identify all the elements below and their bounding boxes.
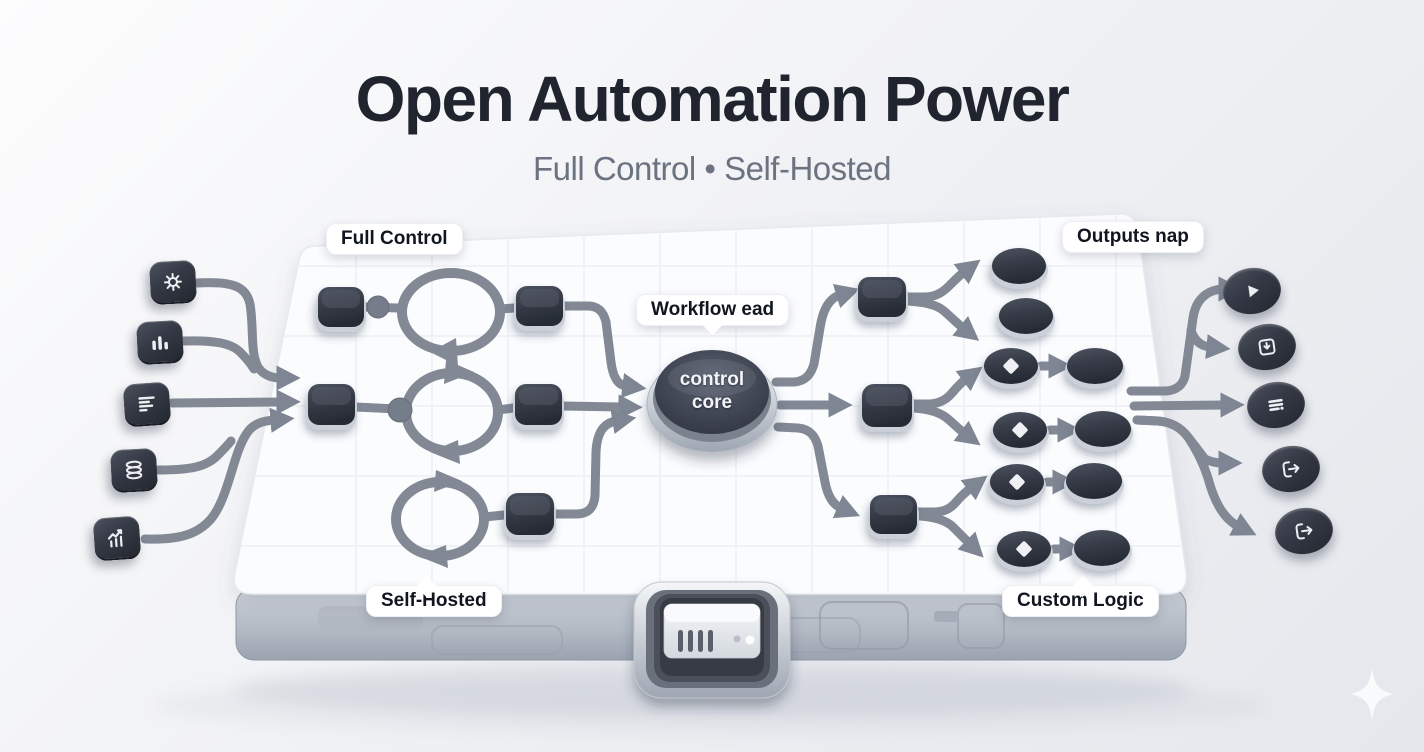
label-custom-logic: Custom Logic [1002,575,1159,617]
list-settings-icon [1268,398,1284,412]
export-icon [1295,523,1313,540]
input-icon-database [109,447,159,494]
label-workflow-head-text: Workflow ead [651,299,775,320]
output-icon-export-2 [1272,504,1336,558]
label-workflow-head: Workflow ead [636,294,790,336]
label-outputs-map: Outputs nap [1062,221,1204,253]
flow-node-circle [997,298,1055,339]
flow-node-square [860,384,914,432]
flow-connectors [140,259,1257,562]
label-self-hosted-text: Self-Hosted [381,590,487,611]
label-full-control: Full Control [326,223,463,255]
flow-node-square [513,384,564,430]
flow-node-circle [990,248,1048,289]
flow-node-square [856,277,908,322]
text-lines-icon [138,395,155,412]
flow-node-circle [1065,348,1125,389]
flow-nodes-ellipse [982,248,1133,572]
flow-nodes-square [306,277,919,540]
control-core-label: control core [679,369,745,413]
input-icon-text-lines [122,381,172,428]
page-title: Open Automation Power [355,63,1070,135]
label-outputs-map-text: Outputs nap [1077,226,1189,247]
server-led [745,635,755,645]
gear-icon [163,272,182,291]
server-vents [678,630,713,652]
bar-chart-icon [152,335,169,350]
input-icon-gear [148,259,198,306]
sparkle-icon [1351,667,1393,721]
flow-node-circle [1073,411,1133,452]
flow-node-square [868,495,919,539]
input-icon-trend-chart [92,515,142,562]
flow-node-square [316,287,366,332]
decision-node [988,464,1046,505]
decision-node [982,348,1040,389]
input-icon-bar-chart [135,319,185,366]
label-self-hosted: Self-Hosted [366,575,502,617]
flow-node-circle [1064,463,1124,504]
server-unit [633,581,791,699]
inbox-download-icon [1258,338,1276,356]
server-led [733,635,741,643]
output-icon-list-settings [1244,378,1308,432]
decision-node [995,531,1053,572]
trend-chart-icon [107,528,123,548]
junction-dots [366,295,413,423]
flow-node-circle [1072,530,1132,571]
control-core-button [646,350,778,453]
play-icon [1248,285,1259,298]
loop-arrows [418,338,474,568]
label-full-control-text: Full Control [341,228,448,249]
output-icon-export [1259,442,1323,496]
output-icon-play [1220,264,1284,318]
page-subtitle: Full Control • Self-Hosted [532,150,892,187]
output-icon-inbox-download [1235,320,1299,374]
database-icon [125,460,143,479]
label-custom-logic-text: Custom Logic [1017,590,1144,611]
flow-node-square [504,493,556,540]
decision-node [991,412,1049,453]
flow-node-square [306,384,357,430]
export-icon [1282,461,1300,478]
flow-node-square [514,286,565,331]
